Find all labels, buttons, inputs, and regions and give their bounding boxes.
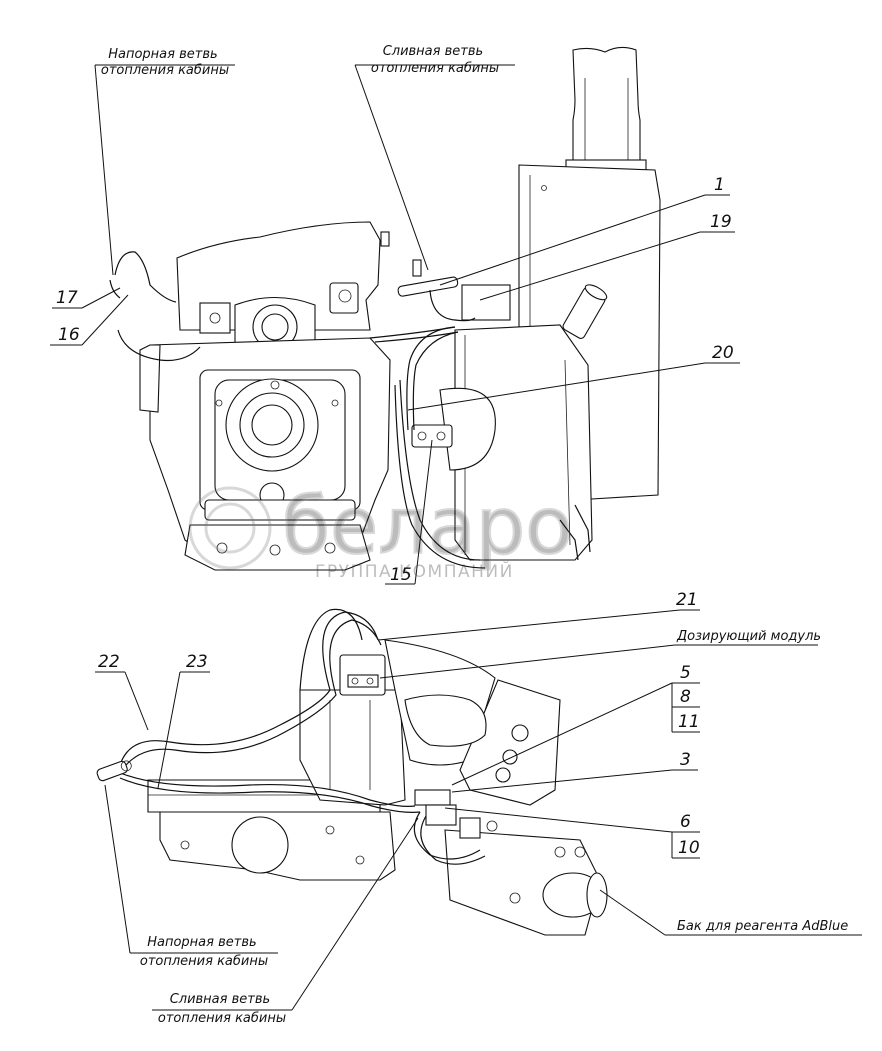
watermark: беларо ГРУППА КОМПАНИЙ: [188, 481, 574, 582]
part-number-6: 6: [680, 812, 691, 832]
bottom-view-drawing: [96, 608, 608, 936]
label-supply-top: Напорная ветвь отопления кабины: [101, 47, 229, 78]
callout-labels: Напорная ветвь отопления кабины Сливная …: [101, 44, 848, 1026]
part-number-16: 16: [58, 325, 80, 345]
part-number-11: 11: [678, 712, 700, 732]
label-supply-bottom: Напорная ветвь отопления кабины: [140, 935, 268, 969]
part-number-10: 10: [678, 838, 700, 858]
part-number-22: 22: [98, 652, 120, 672]
label-supply-bottom-line2: отопления кабины: [140, 954, 268, 969]
label-drain-bottom: Сливная ветвь отопления кабины: [158, 992, 286, 1026]
watermark-brand: беларо: [282, 482, 573, 572]
part-number-8: 8: [680, 687, 691, 707]
label-drain-top-line2: отопления кабины: [371, 61, 499, 76]
part-number-21: 21: [676, 590, 698, 610]
label-dosing-module: Дозирующий модуль: [676, 629, 821, 644]
part-number-3: 3: [680, 750, 691, 770]
part-number-1: 1: [714, 175, 725, 195]
leader-lines: [50, 64, 862, 1011]
label-drain-top-line1: Сливная ветвь: [383, 44, 483, 59]
part-number-5: 5: [680, 663, 691, 683]
label-supply-bottom-line1: Напорная ветвь: [147, 935, 256, 950]
part-number-23: 23: [186, 652, 208, 672]
label-drain-bottom-line2: отопления кабины: [158, 1011, 286, 1026]
label-adblue-tank: Бак для реагента AdBlue: [677, 919, 848, 934]
part-number-19: 19: [710, 212, 732, 232]
part-numbers: 1 19 20 17 16 15 21 22 23 5 8 11 3 6 10: [56, 175, 734, 858]
label-drain-top: Сливная ветвь отопления кабины: [371, 44, 499, 76]
watermark-group: ГРУППА КОМПАНИЙ: [315, 560, 514, 582]
part-number-17: 17: [56, 288, 78, 308]
part-number-20: 20: [712, 343, 734, 363]
label-drain-bottom-line1: Сливная ветвь: [170, 992, 270, 1007]
label-supply-top-line1: Напорная ветвь: [108, 47, 217, 62]
part-number-15: 15: [390, 565, 412, 585]
top-view-drawing: [109, 46, 661, 571]
label-supply-top-line2: отопления кабины: [101, 63, 229, 78]
watermark-logo-icon: [188, 486, 272, 570]
